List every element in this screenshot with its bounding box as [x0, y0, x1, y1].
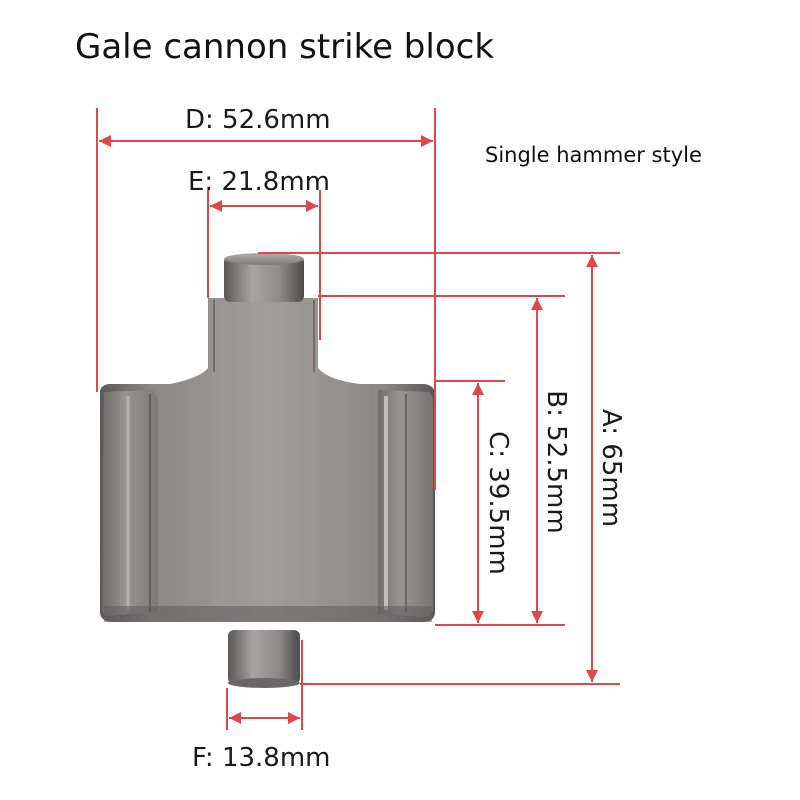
top-pin [224, 253, 304, 302]
arrowhead [586, 255, 598, 267]
strike-block-part [100, 253, 435, 688]
dimension-lines [96, 108, 620, 730]
arrowhead [531, 611, 543, 623]
dimension-d-label: D: 52.6mm [185, 105, 331, 135]
dimension-b-label: B: 52.5mm [541, 390, 571, 533]
dimension-f-label: F: 13.8mm [192, 743, 331, 773]
block-body [100, 298, 435, 622]
dimension-e-label: E: 21.8mm [188, 167, 330, 197]
bottom-pin [228, 630, 300, 688]
arrowhead [472, 383, 484, 395]
arrowhead [586, 670, 598, 682]
arrowhead [99, 135, 111, 147]
arrowhead [306, 200, 318, 212]
arrowheads [99, 135, 598, 724]
dimension-a-label: A: 65mm [596, 409, 626, 527]
arrowhead [472, 611, 484, 623]
arrowhead [531, 298, 543, 310]
left-wing [102, 390, 158, 616]
arrowhead [421, 135, 433, 147]
title: Gale cannon strike block [75, 27, 494, 67]
arrowhead [288, 712, 300, 724]
dimension-c-label: C: 39.5mm [483, 431, 513, 575]
style-label: Single hammer style [485, 143, 702, 167]
arrowhead [210, 200, 222, 212]
arrowhead [229, 712, 241, 724]
